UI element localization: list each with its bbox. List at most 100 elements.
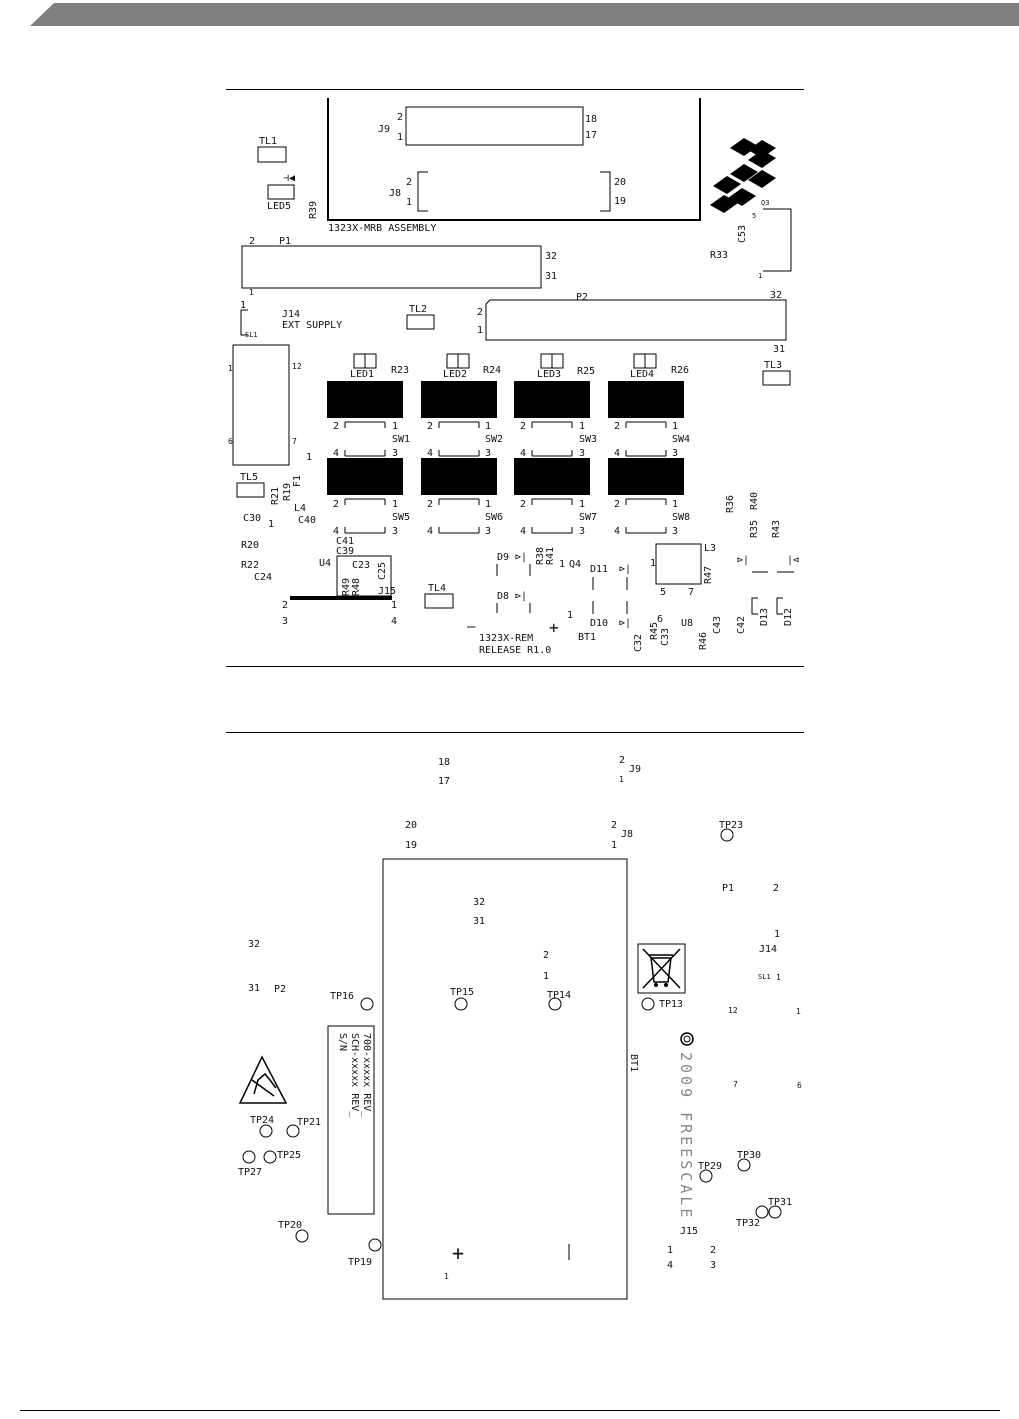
ref-bt1: BT1 [578, 632, 596, 643]
pin-label: 20 [614, 177, 626, 188]
ref-tp24: TP24 [250, 1115, 274, 1126]
ref-c32: C32 [633, 634, 644, 652]
ref-sw6: SW6 [485, 512, 503, 523]
j14-outline [240, 309, 248, 336]
pin-label: 3 [579, 526, 585, 537]
p1-header [241, 245, 542, 289]
rem-name-label: 1323X-REM [479, 633, 533, 644]
mrb-assembly-label: 1323X-MRB ASSEMBLY [328, 223, 436, 234]
pin-label: 4 [520, 448, 526, 459]
pin-label: 2 [249, 236, 255, 247]
ext-supply-label: EXT SUPPLY [282, 320, 342, 331]
pin-label: 1 [249, 288, 254, 297]
pin-label: 1 [672, 499, 678, 510]
ref-j9: J9 [378, 124, 390, 135]
ref-tp14: TP14 [547, 990, 571, 1001]
pin-label: 1 [774, 929, 780, 940]
pin-label: 1 [758, 272, 762, 280]
pin-label: 3 [485, 448, 491, 459]
pin-label: 31 [473, 916, 485, 927]
ref-r36: R36 [725, 495, 736, 513]
pin-label: 17 [438, 776, 450, 787]
pin-label: 1 [672, 421, 678, 432]
tp30-pad [737, 1158, 751, 1172]
pin-label: 3 [672, 526, 678, 537]
ref-sl1-bottom: SL1 [758, 973, 771, 981]
tp27-pad [242, 1150, 256, 1164]
footer-rule [20, 1410, 1000, 1411]
ref-r24: R24 [483, 365, 501, 376]
sw7-cap [514, 458, 590, 495]
pin-label: 1 [667, 1245, 673, 1256]
pin-label: 1 [611, 840, 617, 851]
tp31-pad [768, 1205, 782, 1219]
pin-label: 12 [292, 362, 302, 371]
pin-label: 2 [427, 499, 433, 510]
pin-label: 1 [268, 519, 274, 530]
j9-connector [405, 106, 584, 146]
pin-label: 2 [710, 1245, 716, 1256]
pin-label: 1 [579, 421, 585, 432]
ref-c42: C42 [736, 616, 747, 634]
ref-tp13: TP13 [659, 999, 683, 1010]
battery-holder-outline [382, 858, 628, 1300]
tp15-pad [454, 997, 468, 1011]
ref-j14: J14 [282, 309, 300, 320]
pin-label: 7 [292, 437, 297, 446]
ref-j15-bottom: J15 [680, 1226, 698, 1237]
ref-tp19: TP19 [348, 1257, 372, 1268]
ref-r43: R43 [771, 520, 782, 538]
ref-tp30: TP30 [737, 1150, 761, 1161]
ref-u4: U4 [319, 558, 331, 569]
ref-c23: C23 [352, 560, 370, 571]
ref-r47: R47 [703, 566, 714, 584]
tl4-pad [424, 593, 454, 609]
tl5-pad [236, 482, 265, 498]
pin-label: 2 [520, 499, 526, 510]
ref-j15: J15 [378, 586, 396, 597]
pin-label: 18 [585, 114, 597, 125]
ref-tp16: TP16 [330, 991, 354, 1002]
tl2-pad [406, 314, 435, 330]
d12-diode-icon: |⊲ [787, 555, 799, 566]
pin-label: 2 [520, 421, 526, 432]
sw1-cap [327, 381, 403, 418]
ref-tl4: TL4 [428, 583, 446, 594]
d8-diode-icon: ⊳| [515, 591, 527, 602]
ref-led2: LED2 [443, 369, 467, 380]
led5-body [267, 184, 295, 200]
pin-label: 31 [248, 983, 260, 994]
ref-j8-bottom: J8 [621, 829, 633, 840]
esd-warning-icon [238, 1055, 288, 1104]
ref-r22: R22 [241, 560, 259, 571]
ref-tp31: TP31 [768, 1197, 792, 1208]
pin-label: 1 [650, 558, 656, 569]
freescale-logo-icon [710, 138, 776, 213]
pin-label: 2 [427, 421, 433, 432]
ref-c33: C33 [660, 628, 671, 646]
pin-label: 1 [397, 132, 403, 143]
pin-label: 1 [392, 499, 398, 510]
serial-line-2: SCH-xxxxx REV_ [349, 1033, 360, 1118]
ref-r26: R26 [671, 365, 689, 376]
ref-r23: R23 [391, 365, 409, 376]
pin-label: 2 [397, 112, 403, 123]
ref-j14-bottom: J14 [759, 944, 777, 955]
ref-c39: C39 [336, 546, 354, 557]
pin-label: 4 [427, 526, 433, 537]
pin-label: 20 [405, 820, 417, 831]
pin-label: 2 [614, 421, 620, 432]
ref-tp29: TP29 [698, 1161, 722, 1172]
tp32-pad [755, 1205, 769, 1219]
ref-r21: R21 [270, 487, 281, 505]
d11-diode-icon: ⊳| [619, 564, 631, 575]
sw4-cap [608, 381, 684, 418]
pin-label: 4 [614, 526, 620, 537]
switch-row-1: 2 1 SW1 4 3 2 1 SW2 4 3 2 1 SW3 4 3 2 1 … [327, 381, 690, 459]
l3-inductor [655, 543, 702, 585]
pin-label: 1 [391, 600, 397, 611]
pin-label: 12 [728, 1006, 738, 1015]
ref-c25: C25 [377, 562, 388, 580]
ref-sw8: SW8 [672, 512, 690, 523]
tp29-pad [699, 1169, 713, 1183]
